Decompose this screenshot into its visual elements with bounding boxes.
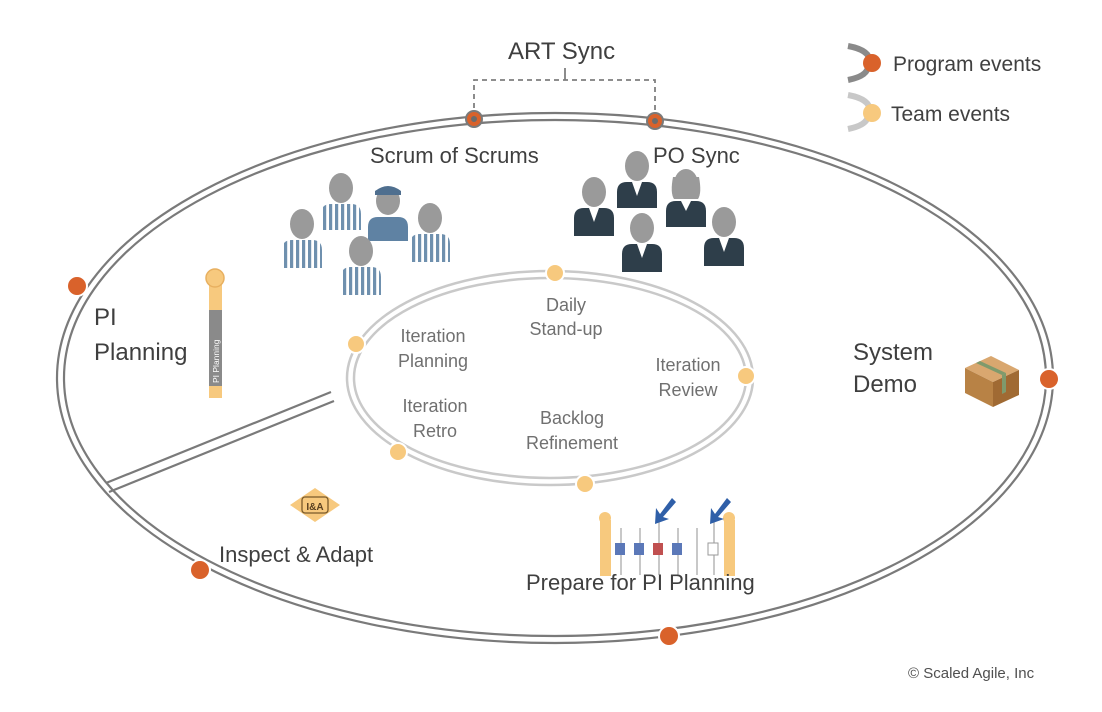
prepare-pi-planning-label: Prepare for PI Planning xyxy=(526,570,755,595)
copyright-text: © Scaled Agile, Inc xyxy=(908,665,1035,682)
system-demo-box-icon xyxy=(965,356,1019,407)
iteration-retro-label-line2: Retro xyxy=(412,421,457,441)
pi-planning-banner-text: PI Planning xyxy=(211,339,221,383)
inspect-adapt-label: Inspect & Adapt xyxy=(219,542,374,567)
po-sync-people-icon xyxy=(574,151,744,272)
legend-team-events-label: Team events xyxy=(891,103,1011,126)
po-sync-label: PO Sync xyxy=(653,143,740,168)
pi-planning-banner-icon: PI Planning xyxy=(205,268,225,398)
team-event-dot-iteration-retro xyxy=(388,442,408,462)
program-event-dot-pi-planning xyxy=(66,275,88,297)
prepare-pi-planning-icon xyxy=(599,498,735,576)
program-event-dot-system-demo xyxy=(1038,368,1060,390)
legend-program-events-label: Program events xyxy=(893,53,1042,76)
art-sync-label: ART Sync xyxy=(508,38,616,65)
iteration-review-label-line1: Iteration xyxy=(655,355,721,375)
backlog-refinement-label-line1: Backlog xyxy=(539,408,605,428)
iteration-planning-label-line2: Planning xyxy=(397,351,469,371)
legend-team-icon xyxy=(847,92,881,132)
pi-planning-label-line1: PI xyxy=(94,304,117,331)
system-demo-label-line2: Demo xyxy=(853,371,918,398)
pi-planning-label-line2: Planning xyxy=(94,339,188,366)
ring-connector xyxy=(105,390,335,494)
team-event-dots xyxy=(346,263,756,494)
iteration-retro-label-line1: Iteration xyxy=(402,396,468,416)
iteration-planning-label-line1: Iteration xyxy=(400,326,466,346)
program-event-dot-prepare xyxy=(658,625,680,647)
system-demo-label-line1: System xyxy=(853,339,934,366)
team-event-dot-daily-standup xyxy=(545,263,565,283)
ia-badge-text: I&A xyxy=(306,502,323,513)
team-event-dot-iteration-review xyxy=(736,366,756,386)
scrum-of-scrums-people-icon xyxy=(282,173,450,295)
team-event-dot-backlog-refinement xyxy=(575,474,595,494)
program-event-dot-art-sync-right xyxy=(646,112,664,130)
art-sync-bracket xyxy=(473,68,656,117)
iteration-review-label-line2: Review xyxy=(658,380,718,400)
backlog-refinement-label-line2: Refinement xyxy=(525,433,619,453)
team-event-dot-iteration-planning xyxy=(346,334,366,354)
inspect-adapt-badge-icon: I&A xyxy=(290,488,340,522)
scrum-of-scrums-label: Scrum of Scrums xyxy=(370,143,539,168)
program-event-dots xyxy=(66,110,1060,647)
program-event-dot-art-sync-left xyxy=(465,110,483,128)
legend-program-icon xyxy=(847,43,881,83)
daily-standup-label-line2: Stand-up xyxy=(529,319,603,339)
daily-standup-label-line1: Daily xyxy=(545,295,586,315)
program-event-dot-inspect-adapt xyxy=(189,559,211,581)
